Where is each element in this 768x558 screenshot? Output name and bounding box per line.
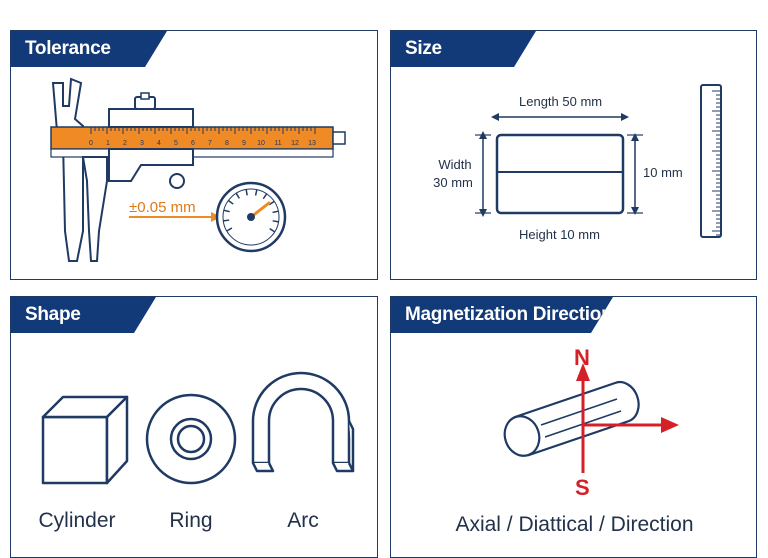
shape-label-ring: Ring [169, 509, 213, 532]
caliper-scale-number: 4 [157, 140, 161, 147]
shape-panel: Shape Cylinder Ring Arc [10, 296, 378, 558]
height-label: Height 10 mm [519, 227, 600, 242]
shapes-illustration [41, 371, 355, 485]
caliper-scale-number: 3 [140, 140, 144, 147]
caliper-scale-number: 0 [89, 140, 93, 147]
cube-icon [41, 395, 129, 485]
shape-label-arc: Arc [287, 509, 319, 532]
magnetization-panel: Magnetization Direction N S Axial / Diat… [390, 296, 757, 558]
ruler-icon [700, 84, 722, 238]
size-title: Size [391, 31, 536, 67]
caliper-scale-number: 6 [191, 140, 195, 147]
cylinder-magnet [503, 381, 640, 457]
shape-title: Shape [11, 297, 156, 333]
size-diagram [475, 84, 722, 238]
arc-icon [251, 371, 355, 473]
magnetization-diagram [503, 363, 679, 473]
tolerance-label: ±0.05 mm [129, 199, 196, 216]
caliper-scale-number: 12 [291, 140, 299, 147]
caliper-fixed-jaw [51, 77, 84, 262]
magnet-block [495, 133, 625, 215]
tolerance-title: Tolerance [11, 31, 167, 67]
caliper-scale-number: 2 [123, 140, 127, 147]
magnetization-title: Magnetization Direction [391, 297, 613, 333]
caliper-scale-number: 8 [225, 140, 229, 147]
caliper-scale-number: 1 [106, 140, 110, 147]
south-pole-label: S [575, 475, 590, 500]
north-pole-label: N [574, 345, 590, 370]
ring-icon [145, 393, 237, 485]
caliper-slider [108, 108, 194, 128]
caliper-scale-number: 13 [308, 140, 316, 147]
caliper-moving-jaw [81, 156, 108, 262]
width-label-line1: Width [438, 157, 472, 172]
length-label: Length 50 mm [519, 94, 603, 109]
width-label-line2: 30 mm [433, 175, 473, 190]
size-panel: Size Length 50 mm Width 30 mm 10 mm Heig… [390, 30, 757, 280]
caliper-scale-number: 5 [174, 140, 178, 147]
shape-label-cylinder: Cylinder [38, 509, 116, 532]
caliper-scale-number: 9 [242, 140, 246, 147]
caliper-scale-number: 10 [257, 140, 265, 147]
caliper-scale-number: 11 [274, 140, 281, 147]
thickness-label: 10 mm [643, 165, 683, 180]
caliper-scale-number: 7 [208, 140, 212, 147]
magnetization-caption: Axial / Diattical / Direction [455, 513, 694, 536]
